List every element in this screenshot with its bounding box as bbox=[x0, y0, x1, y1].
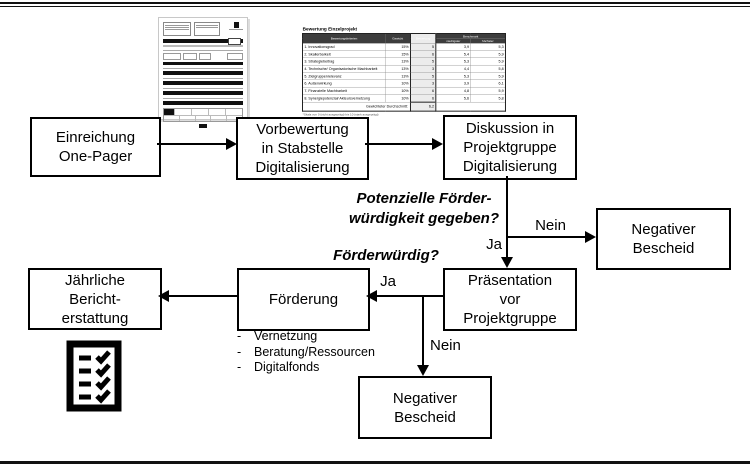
evaluation-cell: 5,3 bbox=[435, 57, 471, 66]
funding-bullet-item: -Digitalfonds bbox=[237, 360, 320, 374]
doc-title-bar bbox=[163, 38, 243, 45]
box-negativer-bescheid-1: Negativer Bescheid bbox=[596, 208, 731, 270]
evaluation-cell: 6,1 bbox=[470, 79, 506, 88]
evaluation-cell: 3. Strategiebeitrag bbox=[302, 57, 386, 66]
one-pager-thumbnail bbox=[158, 17, 248, 128]
box-jaehrliche-berichterstattung: Jährliche Bericht- erstattung bbox=[28, 268, 162, 330]
evaluation-cell: 3,9 bbox=[435, 79, 471, 88]
col-header-weight: Gewicht bbox=[384, 33, 411, 44]
evaluation-cell: 3,9 bbox=[435, 42, 471, 51]
evaluation-cell: 5,6 bbox=[435, 94, 471, 103]
doc-logo-icon bbox=[229, 22, 243, 30]
funding-bullets: -Vernetzung-Beratung/Ressourcen-Digitalf… bbox=[237, 329, 407, 376]
evaluation-cell: 3 bbox=[409, 79, 437, 88]
evaluation-cell: 5,8 bbox=[470, 94, 506, 103]
top-border-line bbox=[0, 2, 750, 4]
evaluation-cell: 5,9 bbox=[470, 72, 506, 80]
evaluation-cell: 5,3 bbox=[470, 42, 506, 51]
evaluation-cell: 5,9 bbox=[470, 50, 506, 58]
evaluation-cell: 6. Außenwirkung bbox=[302, 79, 386, 88]
edge-label-nein-2: Nein bbox=[430, 337, 461, 354]
edge-label-ja-1: Ja bbox=[486, 236, 502, 253]
evaluation-cell: 8. Synergiepotenzial/ Akteursvernetzung bbox=[302, 94, 386, 103]
top-border-line-2 bbox=[0, 6, 750, 7]
weighted-average-row: Gewichteter Durchschnitt: 6,2 bbox=[302, 101, 505, 112]
doc-redacted-lines bbox=[163, 68, 243, 105]
col-header-criteria: Bewertungskriterien bbox=[302, 33, 386, 44]
question-potenzielle-foerderwuerdigkeit: Potenzielle Förder- würdigkeit gegeben? bbox=[348, 190, 499, 227]
evaluation-cell: 4,8 bbox=[435, 86, 471, 95]
doc-field-row bbox=[163, 53, 243, 60]
bottom-border-line bbox=[0, 461, 750, 464]
funding-bullet-item: -Vernetzung bbox=[237, 329, 318, 343]
weighted-average-label: Gewichteter Durchschnitt: bbox=[366, 104, 408, 109]
evaluation-cell: 13% bbox=[384, 57, 411, 66]
box-foerderung: Förderung bbox=[237, 268, 370, 331]
evaluation-cell: 5,9 bbox=[470, 57, 506, 66]
evaluation-cell: 5,8 bbox=[470, 64, 506, 73]
edge-label-nein-1: Nein bbox=[535, 217, 566, 234]
box-diskussion-projektgruppe: Diskussion in Projektgruppe Digitalisier… bbox=[443, 115, 577, 180]
doc-footer-table bbox=[163, 108, 243, 122]
doc-header-block-left bbox=[163, 22, 191, 36]
evaluation-cell: 7. Finanzielle Machbarkeit bbox=[302, 86, 386, 95]
weighted-average-value: 6,2 bbox=[409, 101, 437, 112]
question-foerderwuerdig: Förderwürdig? bbox=[333, 247, 439, 264]
evaluation-cell: 5,4 bbox=[435, 50, 471, 58]
box-negativer-bescheid-2: Negativer Bescheid bbox=[358, 376, 492, 439]
evaluation-cell: 5 bbox=[409, 72, 437, 80]
evaluation-cell: 13% bbox=[384, 72, 411, 80]
evaluation-cell: 10% bbox=[384, 86, 411, 95]
evaluation-cell: 5,9 bbox=[470, 86, 506, 95]
evaluation-row: 4. Technische/ Organisatorische Machbark… bbox=[302, 64, 506, 73]
evaluation-cell: 4,4 bbox=[435, 64, 471, 73]
funding-bullet-item: -Beratung/Ressourcen bbox=[237, 344, 375, 359]
col-header-rating: Bewertung bbox=[409, 33, 437, 44]
evaluation-cell: 10% bbox=[384, 94, 411, 103]
evaluation-cell: 5,3 bbox=[435, 72, 471, 80]
checklist-icon bbox=[66, 340, 122, 412]
evaluation-cell: 2. Skalierbarkeit bbox=[302, 50, 386, 58]
box-praesentation-projektgruppe: Präsentation vor Projektgruppe bbox=[443, 268, 577, 331]
evaluation-cell: 6 bbox=[409, 94, 437, 103]
evaluation-cell: 5 bbox=[409, 57, 437, 66]
col-header-benchmark: Benchmark bbox=[435, 33, 506, 39]
evaluation-table: Bewertung Einzelprojekt Bewertungskriter… bbox=[302, 26, 507, 118]
evaluation-cell: 15% bbox=[384, 42, 411, 51]
evaluation-table-title: Bewertung Einzelprojekt bbox=[302, 26, 358, 32]
evaluation-cell: 5. Zielgruppenrelevanz bbox=[302, 72, 386, 80]
evaluation-cell: 5 bbox=[409, 42, 437, 51]
evaluation-cell: 13% bbox=[384, 64, 411, 73]
doc-header-block-mid bbox=[194, 22, 220, 36]
evaluation-cell: 3 bbox=[409, 64, 437, 73]
evaluation-cell: 6 bbox=[409, 86, 437, 95]
box-vorbewertung-stabstelle: Vorbewertung in Stabstelle Digitalisieru… bbox=[236, 117, 369, 180]
box-einreichung-one-pager: Einreichung One-Pager bbox=[30, 117, 161, 177]
edge-label-ja-2: Ja bbox=[380, 273, 396, 290]
evaluation-cell: 10% bbox=[384, 79, 411, 88]
evaluation-cell: 6 bbox=[409, 50, 437, 58]
evaluation-cell: 15% bbox=[384, 50, 411, 58]
evaluation-table-footnote: *Skala von 0 (nicht ausgeprägt) bis 10 (… bbox=[302, 112, 379, 117]
evaluation-cell: 4. Technische/ Organisatorische Machbark… bbox=[302, 64, 386, 73]
evaluation-cell: 1. Innovationsgrad bbox=[302, 42, 386, 51]
